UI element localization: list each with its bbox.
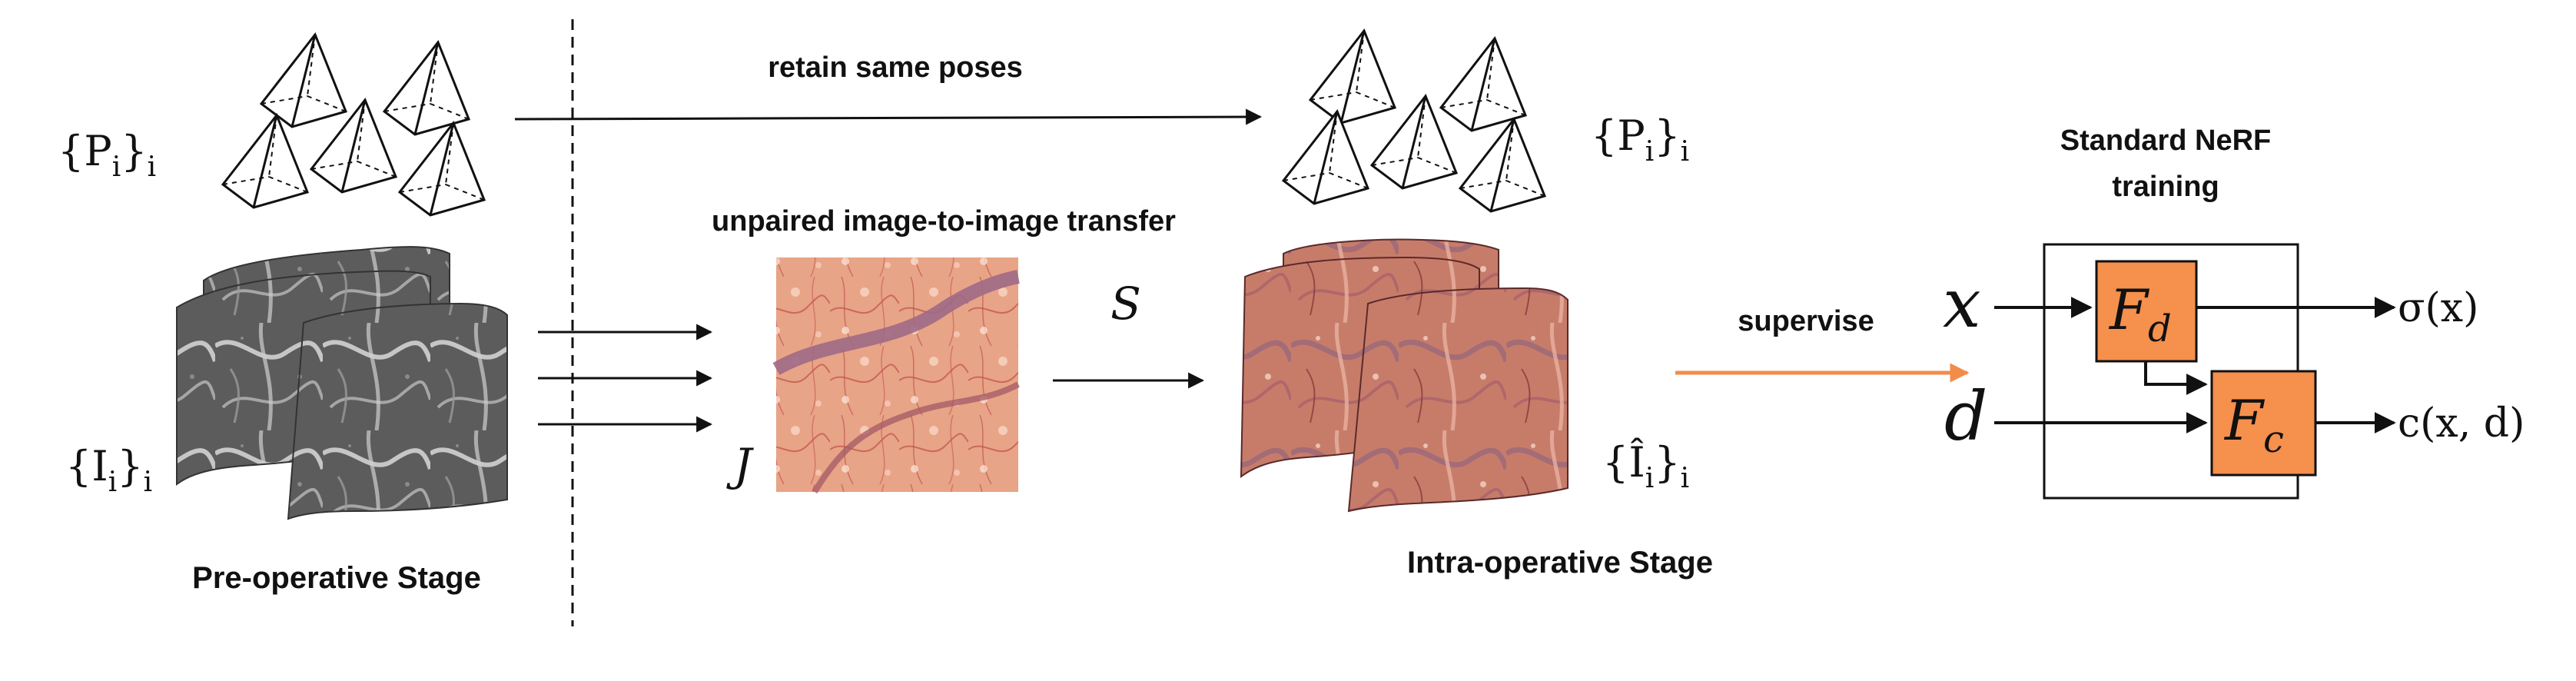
intraop-stage-label: Intra-operative Stage <box>1407 546 1713 580</box>
fd-to-fc-arrow <box>2144 361 2208 395</box>
style-image-label: J <box>726 439 754 491</box>
fc-label: Fc <box>2223 388 2284 461</box>
nerf-title-line1: Standard NeRF <box>2060 125 2271 157</box>
nerf-title-line2: training <box>2112 171 2219 203</box>
fd-network-box <box>2095 260 2198 363</box>
images-right-label: {Îi}i <box>1602 437 1689 494</box>
style-image-vessel <box>772 270 1020 375</box>
camera-frustums-left <box>221 33 486 217</box>
generator-label: S <box>1110 277 1141 330</box>
pyramid-camera-icon <box>1282 110 1369 205</box>
retain-poses-arrow <box>514 108 1263 125</box>
fc-network-box <box>2210 370 2317 477</box>
pyramid-camera-icon <box>383 41 470 136</box>
pyramid-camera-icon <box>1309 29 1396 125</box>
pyramid-camera-icon <box>1459 118 1546 213</box>
fd-label: Fd <box>2108 277 2172 350</box>
input-d-label: d <box>1944 377 1987 456</box>
supervise-label: supervise <box>1738 305 1874 337</box>
input-arrows <box>538 324 713 433</box>
transfer-label: unpaired image-to-image transfer <box>712 205 1176 238</box>
preop-stage-label: Pre-operative Stage <box>192 561 481 595</box>
intraop-image-stack <box>1240 238 1569 513</box>
pyramid-camera-icon <box>398 121 486 217</box>
input-x-label: x <box>1943 264 1981 343</box>
pyramid-camera-icon <box>1439 37 1527 132</box>
pyramid-camera-icon <box>260 33 347 128</box>
poses-right-label: {Pi}i <box>1591 111 1689 168</box>
color-output-label: c(x, d) <box>2398 400 2525 447</box>
sigma-output-label: σ(x) <box>2398 285 2478 331</box>
poses-left-label: {Pi}i <box>58 127 156 183</box>
retain-poses-label: retain same poses <box>768 51 1023 84</box>
style-image-vessel-2 <box>812 381 1020 494</box>
preop-image-stack <box>176 246 508 520</box>
images-left-label: {Ii}i <box>65 442 152 498</box>
camera-frustums-right <box>1282 29 1546 213</box>
pyramid-camera-icon <box>221 114 309 209</box>
